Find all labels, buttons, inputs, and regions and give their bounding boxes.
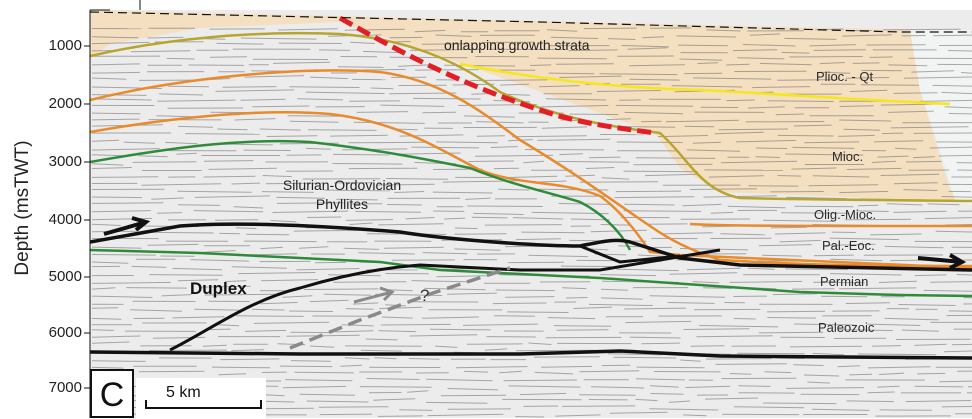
unit-paleozoic: Paleozoic bbox=[818, 320, 875, 335]
decollement bbox=[90, 349, 972, 360]
unit-mioc: Mioc. bbox=[832, 149, 864, 164]
y-tick-2000: 2000 bbox=[48, 95, 82, 112]
horizon-green-1 bbox=[90, 139, 632, 251]
seismic-reflectors bbox=[91, 27, 972, 418]
horizon-green-2 bbox=[90, 248, 972, 298]
scale-bar bbox=[145, 400, 262, 409]
panel-letter: C bbox=[90, 369, 134, 418]
thrust-main bbox=[90, 222, 972, 272]
horizon-plioc-yellow bbox=[459, 62, 951, 106]
offset-area bbox=[910, 30, 972, 205]
thrust-duplex-roof bbox=[169, 248, 721, 352]
unit-pal-eoc: Pal.-Eoc. bbox=[822, 238, 875, 253]
label-phyllites-line2: Phyllites bbox=[315, 196, 369, 212]
thrust-arrow-left bbox=[103, 216, 151, 236]
blind-fault bbox=[289, 266, 511, 350]
y-tick-3000: 3000 bbox=[48, 153, 82, 170]
blind-arrow bbox=[353, 286, 395, 304]
thrust-arrow-right bbox=[917, 253, 967, 270]
unit-olig-mioc: Olig.-Mioc. bbox=[814, 207, 877, 222]
thrust-duplex-ramp bbox=[579, 244, 681, 264]
y-tick-6000: 6000 bbox=[48, 324, 82, 341]
horizon-olig-base bbox=[689, 222, 972, 228]
y-tick-5000: 5000 bbox=[48, 268, 82, 285]
horizon-orange-1 bbox=[90, 69, 972, 268]
label-phyllites-line1: Silurian-Ordovician bbox=[282, 177, 402, 193]
sea-floor-line bbox=[90, 11, 972, 33]
y-tick-4000: 4000 bbox=[48, 211, 82, 228]
label-growth-strata: onlapping growth strata bbox=[444, 37, 590, 53]
y-tick-1000: 1000 bbox=[48, 37, 82, 54]
scale-box bbox=[136, 378, 266, 418]
normal-fault bbox=[338, 15, 656, 136]
unit-permian: Permian bbox=[820, 274, 869, 289]
label-duplex: Duplex bbox=[190, 279, 247, 298]
unit-plio-qt: Plioc. - Qt bbox=[816, 69, 874, 84]
frame bbox=[84, 0, 141, 418]
label-phyllites: Silurian-Ordovician Phyllites bbox=[262, 176, 422, 214]
label-question: ? bbox=[420, 286, 430, 305]
y-tick-7000: 7000 bbox=[48, 379, 82, 396]
horizon-orange-2 bbox=[90, 110, 972, 270]
scale-label: 5 km bbox=[166, 384, 201, 401]
